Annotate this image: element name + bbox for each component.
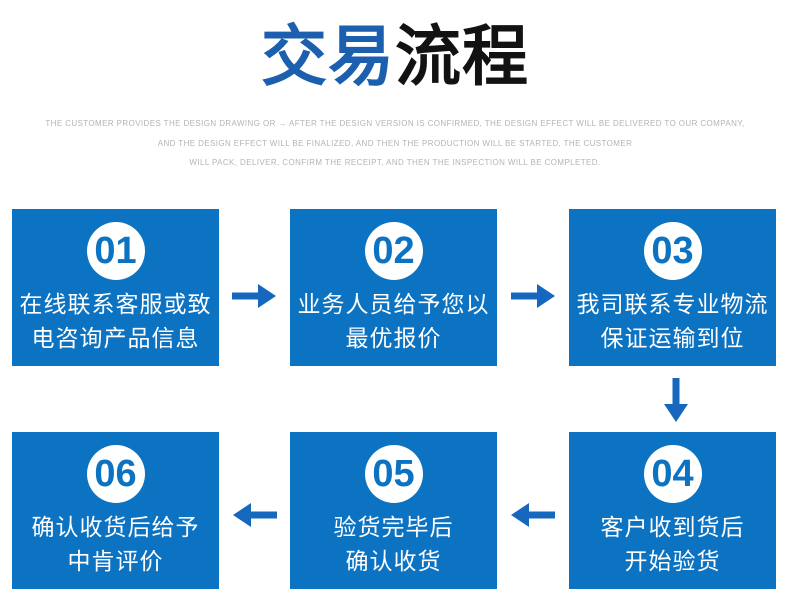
- arrow-right-icon: [232, 280, 276, 312]
- arrow-left-icon: [233, 499, 277, 531]
- step-number-badge: 04: [643, 445, 702, 503]
- subtitle-line: WILL PACK, DELIVER, CONFIRM THE RECEIPT,…: [189, 158, 601, 167]
- step-card-02: 02 业务人员给予您以 最优报价: [290, 209, 497, 366]
- step-number-badge: 02: [364, 222, 423, 280]
- step-text-line: 确认收货后给予: [31, 514, 200, 540]
- arrow-down-icon: [660, 378, 692, 422]
- step-card-03: 03 我司联系专业物流 保证运输到位: [569, 209, 776, 366]
- step-number-badge: 06: [86, 445, 145, 503]
- page-title-black-part: 流程: [395, 19, 529, 93]
- step-text: 验货完毕后 确认收货: [334, 510, 454, 578]
- step-text: 在线联系客服或致 电咨询产品信息: [20, 287, 212, 355]
- step-text-line: 确认收货: [345, 548, 442, 574]
- subtitle-line: AND THE DESIGN EFFECT WILL BE FINALIZED,…: [157, 138, 633, 148]
- subtitle-line: THE CUSTOMER PROVIDES THE DESIGN DRAWING…: [45, 119, 745, 128]
- arrow-left-icon: [511, 499, 555, 531]
- page-title-blue-part: 交易: [261, 19, 395, 93]
- step-text: 客户收到货后 开始验货: [601, 510, 745, 578]
- step-number-badge: 03: [643, 222, 702, 280]
- step-text-line: 中肯评价: [67, 548, 164, 574]
- step-text: 业务人员给予您以 最优报价: [298, 287, 490, 355]
- step-card-06: 06 确认收货后给予 中肯评价: [12, 432, 219, 589]
- step-card-04: 04 客户收到货后 开始验货: [569, 432, 776, 589]
- step-number-badge: 05: [364, 445, 423, 503]
- step-number-badge: 01: [86, 222, 145, 280]
- step-card-01: 01 在线联系客服或致 电咨询产品信息: [12, 209, 219, 366]
- step-text: 我司联系专业物流 保证运输到位: [577, 287, 769, 355]
- step-text-line: 我司联系专业物流: [576, 291, 769, 317]
- arrow-right-icon: [511, 280, 555, 312]
- step-text-line: 客户收到货后: [600, 514, 745, 540]
- step-text-line: 业务人员给予您以: [297, 291, 490, 317]
- step-text-line: 在线联系客服或致: [19, 291, 212, 317]
- step-card-05: 05 验货完毕后 确认收货: [290, 432, 497, 589]
- page-title: 交易流程: [0, 14, 790, 98]
- step-text: 确认收货后给予 中肯评价: [32, 510, 200, 578]
- step-text-line: 开始验货: [624, 548, 721, 574]
- step-text-line: 验货完毕后: [333, 514, 454, 540]
- subtitle: THE CUSTOMER PROVIDES THE DESIGN DRAWING…: [0, 114, 790, 173]
- step-text-line: 电咨询产品信息: [31, 325, 200, 351]
- step-text-line: 最优报价: [345, 325, 442, 351]
- step-text-line: 保证运输到位: [600, 325, 745, 351]
